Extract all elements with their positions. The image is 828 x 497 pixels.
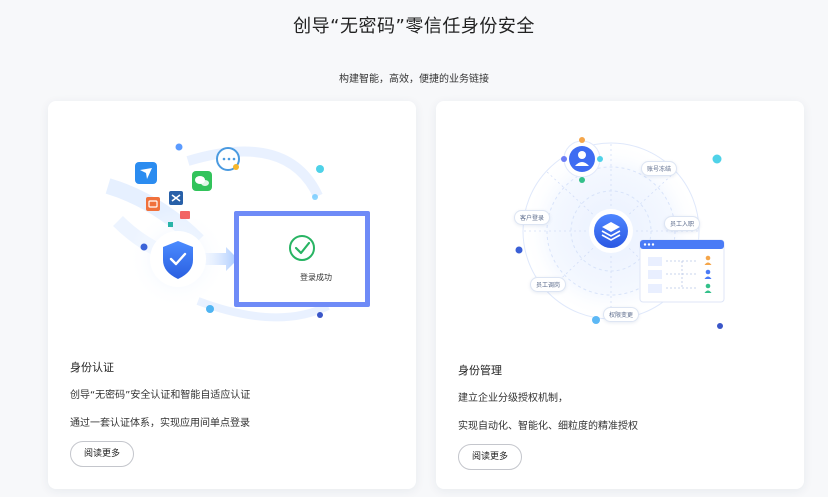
card-title-identity-auth: 身份认证 — [70, 361, 114, 374]
card-description-line-2: 通过一套认证体系，实现应用间单点登录 — [70, 418, 250, 429]
read-more-button-identity-management[interactable]: 阅读更多 — [458, 444, 522, 470]
feishu-icon — [135, 162, 157, 184]
user-avatar-icon — [569, 146, 595, 172]
wechat-work-icon — [216, 147, 240, 171]
identity-management-illustration — [515, 137, 725, 329]
identity-auth-card: 登录成功 身份认证 创导“无密码”安全认证和智能自适应认证 通过一套认证体系，实… — [48, 101, 416, 489]
dingtalk-icon — [169, 191, 183, 205]
node-label-employee-transfer: 员工调岗 — [530, 277, 567, 292]
identity-management-card: 账号冻结 客户登录 员工入职 员工调岗 权限变更 身份管理 建立企业分级授权机制… — [436, 101, 804, 489]
read-more-button-identity-auth[interactable]: 阅读更多 — [70, 441, 134, 467]
page-subtitle: 构建智能，高效，便捷的业务链接 — [339, 74, 489, 85]
node-label-employee-onboarding: 员工入职 — [664, 216, 701, 231]
page-title: 创导“无密码”零信任身份安全 — [293, 16, 535, 37]
card-description-line-2: 实现自动化、智能化、细粒度的精准授权 — [458, 421, 638, 432]
login-success-text: 登录成功 — [300, 273, 332, 282]
node-label-customer-login: 客户登录 — [514, 210, 551, 225]
card-title-identity-management: 身份管理 — [458, 364, 502, 377]
node-label-account-freeze: 账号冻结 — [641, 161, 678, 176]
node-label-permission-change: 权限变更 — [603, 307, 640, 322]
success-check-icon — [289, 235, 315, 261]
org-table-icon — [639, 239, 725, 303]
card-description-line-1: 建立企业分级授权机制， — [458, 393, 568, 404]
identity-auth-illustration — [105, 143, 370, 322]
card-description-line-1: 创导“无密码”安全认证和智能自适应认证 — [70, 390, 251, 401]
app-icon — [146, 197, 160, 211]
wechat-icon — [192, 171, 212, 191]
layers-icon — [594, 214, 628, 248]
shield-check-icon — [163, 241, 193, 279]
